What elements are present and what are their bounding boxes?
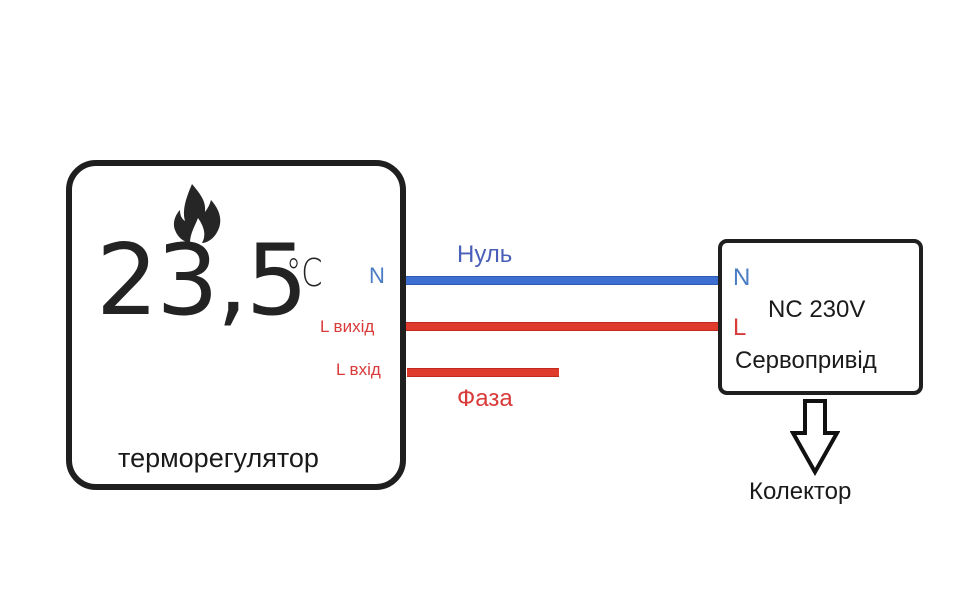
servo-box — [718, 239, 923, 395]
terminal-l-out-label: L вихід — [320, 317, 375, 336]
phase-wire — [407, 368, 559, 377]
temperature-display: 23,5 — [96, 224, 308, 338]
phase-wire-label: Фаза — [457, 385, 513, 412]
temperature-unit: °C — [286, 251, 323, 295]
servo-pin-n: N — [733, 264, 751, 291]
servo-pin-l: L — [733, 314, 747, 341]
thermostat-label: терморегулятор — [118, 443, 319, 473]
neutral-wire — [406, 276, 718, 285]
collector-label: Колектор — [749, 478, 852, 505]
terminal-n-label: N — [369, 263, 385, 288]
terminal-l-in-label: L вхід — [336, 360, 381, 379]
thermostat-box — [66, 160, 406, 490]
neutral-wire-label: Нуль — [457, 241, 513, 268]
servo-label: Сервопривід — [735, 347, 877, 374]
live-out-wire — [406, 322, 718, 331]
servo-spec: NC 230V — [768, 296, 866, 323]
flame-icon — [173, 184, 221, 243]
arrow-down-icon — [790, 399, 840, 476]
